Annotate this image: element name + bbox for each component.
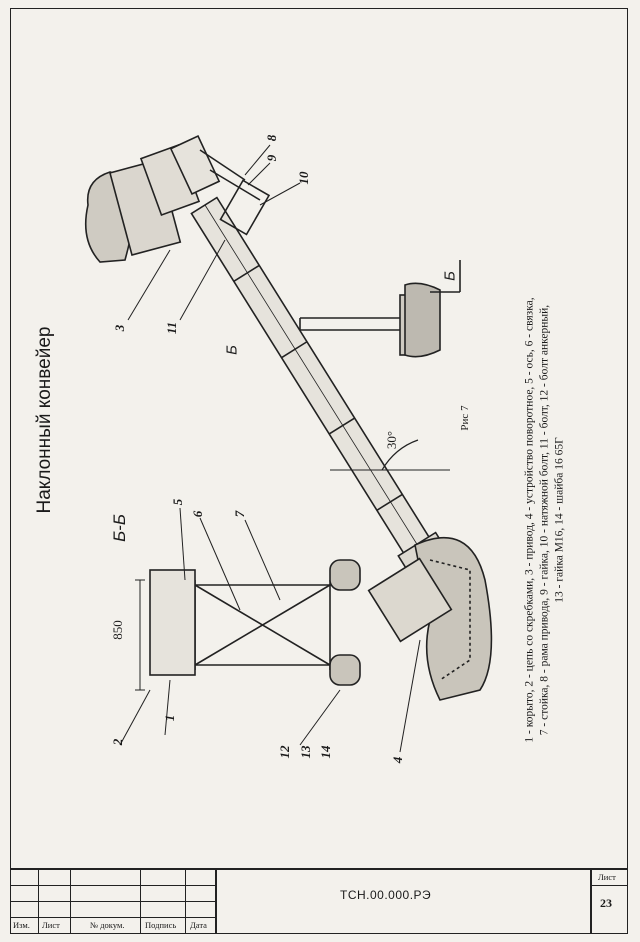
angle-label: 30° bbox=[384, 430, 399, 450]
callout-3: 3 bbox=[112, 324, 127, 332]
callout-7: 7 bbox=[232, 510, 247, 518]
section-view bbox=[135, 559, 361, 691]
col-list: Лист bbox=[42, 920, 60, 930]
angle-arc bbox=[381, 439, 419, 471]
title-block: Изм. Лист № докум. Подпись Дата ТСН.00.0… bbox=[10, 868, 628, 934]
col-izm: Изм. bbox=[13, 920, 30, 930]
callout-6: 6 bbox=[190, 510, 205, 518]
pivot-base bbox=[367, 536, 493, 701]
callout-8: 8 bbox=[264, 134, 279, 142]
drive-unit bbox=[84, 134, 271, 263]
col-signature: Подпись bbox=[145, 920, 177, 930]
callout-10: 10 bbox=[296, 171, 311, 185]
sheet-number: 23 bbox=[600, 896, 612, 910]
col-doc-number: № докум. bbox=[90, 920, 125, 930]
dimension-850: 850 bbox=[110, 620, 125, 640]
callout-12: 12 bbox=[277, 745, 292, 759]
drawing-frame bbox=[10, 8, 628, 934]
caption-line-2: 7 - стойка, 8 - рама привода, 9 - гайка,… bbox=[538, 304, 551, 736]
support-column bbox=[299, 260, 461, 358]
callout-13: 13 bbox=[298, 745, 313, 759]
callout-1: 1 bbox=[162, 714, 177, 722]
col-date: Дата bbox=[190, 920, 207, 930]
section-label: Б-Б bbox=[110, 514, 129, 542]
callout-5: 5 bbox=[170, 498, 185, 506]
callout-11: 11 bbox=[164, 321, 179, 335]
document-code: ТСН.00.000.РЭ bbox=[340, 888, 432, 902]
figure-label: Рис 7 bbox=[459, 405, 471, 431]
callout-2: 2 bbox=[110, 738, 125, 746]
figure-caption: 1 - корыто, 2 - цепь со скребками, 3 - п… bbox=[523, 297, 568, 742]
section-marker-lower: Б bbox=[441, 271, 459, 281]
callout-9: 9 bbox=[264, 154, 279, 162]
callout-14: 14 bbox=[318, 745, 333, 759]
callout-4: 4 bbox=[390, 756, 405, 764]
caption-line-3: 13 - гайка М16, 14 - шайба 16 65Г bbox=[553, 437, 566, 603]
caption-line-1: 1 - корыто, 2 - цепь со скребками, 3 - п… bbox=[523, 297, 536, 743]
section-marker: Б bbox=[223, 345, 241, 355]
sheet-label: Лист bbox=[598, 872, 616, 882]
drawing-title: Наклонный конвейер bbox=[34, 326, 55, 514]
